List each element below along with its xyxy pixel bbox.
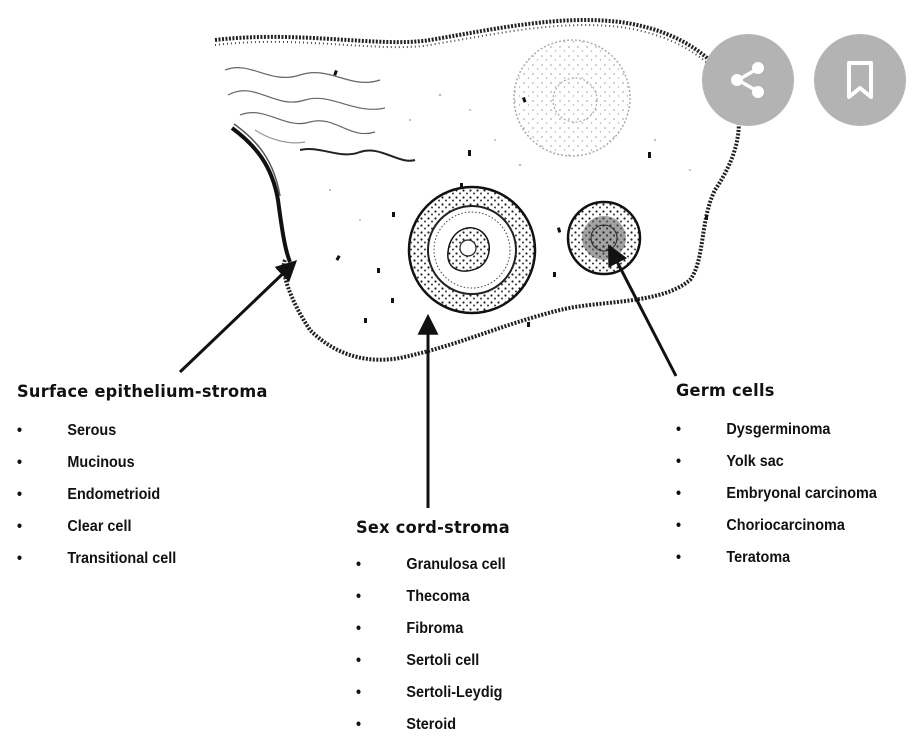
arrow-germ bbox=[610, 248, 676, 376]
bullet: • bbox=[17, 447, 22, 479]
list-item: •Embryonal carcinoma bbox=[676, 478, 770, 510]
list-item-label: Mucinous bbox=[67, 447, 134, 479]
list-item: • Sertoli-Leydig bbox=[356, 677, 502, 709]
bullet: • bbox=[676, 542, 681, 574]
list-item: • Serous bbox=[17, 415, 255, 447]
list-item-label: Yolk sac bbox=[726, 446, 783, 478]
bullet: • bbox=[17, 543, 22, 575]
list-item: • Transitional cell bbox=[17, 543, 255, 575]
bullet: • bbox=[676, 478, 681, 510]
granulosa-follicle bbox=[409, 187, 535, 313]
bullet: • bbox=[676, 446, 681, 478]
list-item: • Fibroma bbox=[356, 613, 502, 645]
list-item-label: Embryonal carcinoma bbox=[726, 478, 876, 510]
bullet: • bbox=[356, 645, 361, 677]
bullet: • bbox=[356, 677, 361, 709]
list-item-label: Serous bbox=[67, 415, 116, 447]
bullet: • bbox=[17, 479, 22, 511]
list-item: •Dysgerminoma bbox=[676, 414, 770, 446]
list-item-label: Sertoli-Leydig bbox=[406, 677, 502, 709]
share-icon bbox=[726, 58, 770, 102]
group-title: Germ cells bbox=[676, 381, 775, 401]
list-item: •Choriocarcinoma bbox=[676, 510, 770, 542]
germ-cell-follicle bbox=[568, 202, 640, 274]
bullet: • bbox=[356, 709, 361, 741]
share-button[interactable] bbox=[702, 34, 794, 126]
list-item: •Yolk sac bbox=[676, 446, 770, 478]
list-item-label: Steroid bbox=[406, 709, 456, 741]
list-item-label: Choriocarcinoma bbox=[726, 510, 844, 542]
group-title: Surface epithelium-stroma bbox=[17, 382, 268, 402]
list-item-label: Granulosa cell bbox=[406, 549, 505, 581]
list-item-label: Transitional cell bbox=[67, 543, 176, 575]
bullet: • bbox=[676, 414, 681, 446]
arrow-surface bbox=[180, 263, 294, 372]
corpus-follicle bbox=[514, 40, 630, 156]
bullet: • bbox=[17, 511, 22, 543]
list-item: • Sertoli cell bbox=[356, 645, 502, 677]
list-item-label: Clear cell bbox=[67, 511, 131, 543]
surface-epithelium-group: Surface epithelium-stroma • Serous • Mucin… bbox=[17, 382, 281, 575]
list-item: • Thecoma bbox=[356, 581, 502, 613]
list-item: • Clear cell bbox=[17, 511, 255, 543]
bookmark-icon bbox=[840, 58, 880, 102]
list-item-label: Endometrioid bbox=[67, 479, 160, 511]
germ-cells-group: Germ cells •Dysgerminoma •Yolk sac •Embr… bbox=[676, 381, 780, 574]
bullet: • bbox=[676, 510, 681, 542]
group-list: •Dysgerminoma •Yolk sac •Embryonal carci… bbox=[676, 414, 780, 574]
bullet: • bbox=[356, 549, 361, 581]
list-item-label: Teratoma bbox=[726, 542, 790, 574]
list-item-label: Sertoli cell bbox=[406, 645, 479, 677]
bullet: • bbox=[356, 613, 361, 645]
list-item: • Mucinous bbox=[17, 447, 255, 479]
list-item-label: Thecoma bbox=[406, 581, 469, 613]
group-list: • Serous • Mucinous • Endometrioid • Clear c… bbox=[17, 415, 281, 575]
list-item: • Endometrioid bbox=[17, 479, 255, 511]
list-item-label: Dysgerminoma bbox=[726, 414, 830, 446]
group-title: Sex cord-stroma bbox=[356, 518, 510, 538]
list-item: •Teratoma bbox=[676, 542, 770, 574]
list-item: • Steroid bbox=[356, 709, 502, 741]
bullet: • bbox=[356, 581, 361, 613]
list-item-label: Fibroma bbox=[406, 613, 463, 645]
bookmark-button[interactable] bbox=[814, 34, 906, 126]
bullet: • bbox=[17, 415, 22, 447]
sex-cord-stroma-group: Sex cord-stroma • Granulosa cell • Thecoma… bbox=[356, 518, 518, 741]
list-item: • Granulosa cell bbox=[356, 549, 502, 581]
group-list: • Granulosa cell • Thecoma • Fibroma • Serto… bbox=[356, 549, 518, 741]
